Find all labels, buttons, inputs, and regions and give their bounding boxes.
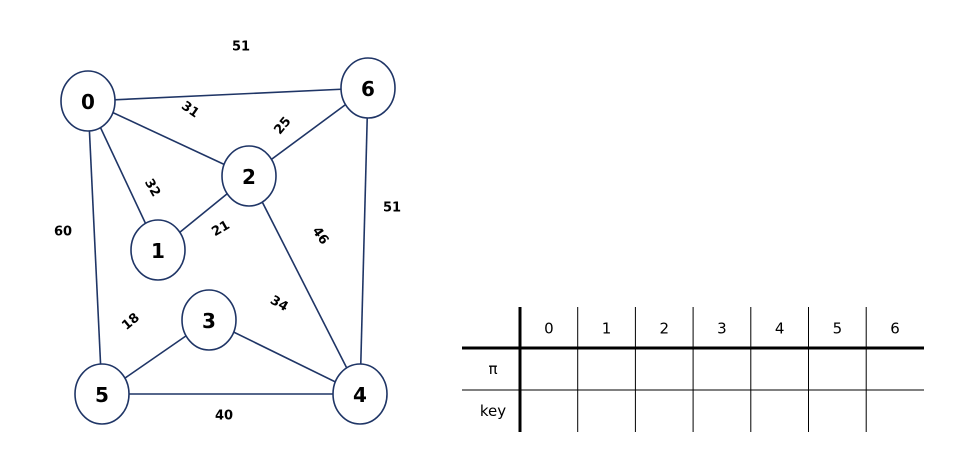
edge-weight-2-4: 46	[309, 224, 332, 247]
node-circle	[221, 145, 277, 207]
node-5[interactable]: 5	[74, 363, 130, 425]
edge-weight-0-1: 32	[141, 176, 163, 199]
edge-weight-0-2: 31	[178, 99, 201, 122]
edge-0-5	[87, 100, 103, 395]
table-column-header: 4	[775, 320, 785, 338]
edge-weight-3-5: 18	[119, 310, 143, 333]
table-row-label: key	[480, 402, 506, 420]
node-circle	[130, 219, 186, 281]
edge-weight-0-6: 51	[232, 40, 250, 55]
node-6[interactable]: 6	[340, 57, 396, 119]
edge-weight-1-2: 21	[209, 218, 232, 240]
table-column-header: 3	[717, 320, 727, 338]
edge-0-2	[87, 100, 250, 177]
edge-weight-0-5: 60	[54, 225, 72, 240]
table-column-header: 2	[659, 320, 669, 338]
parent-key-table: 0 1 2 3 4 5 6 π key	[462, 307, 924, 432]
node-label: 2	[242, 165, 256, 189]
table-column-header: 0	[544, 320, 554, 338]
node-circle	[340, 57, 396, 119]
node-0[interactable]: 0	[60, 70, 116, 132]
node-label: 6	[361, 77, 375, 101]
edge-weight-2-6: 25	[271, 114, 294, 138]
node-2[interactable]: 2	[221, 145, 277, 207]
node-circle	[74, 363, 130, 425]
table-column-header: 5	[833, 320, 843, 338]
node-circle	[332, 363, 388, 425]
node-label: 5	[95, 383, 109, 407]
node-1[interactable]: 1	[130, 219, 186, 281]
edge-weight-5-4: 40	[215, 409, 233, 424]
node-circle	[60, 70, 116, 132]
table-column-header: 1	[602, 320, 612, 338]
edge-0-6	[87, 87, 369, 102]
node-label: 1	[151, 239, 165, 263]
edge-6-4	[359, 87, 369, 395]
node-circle	[181, 289, 237, 351]
node-3[interactable]: 3	[181, 289, 237, 351]
node-label: 0	[81, 90, 95, 114]
edge-weight-6-4: 51	[383, 201, 401, 216]
edge-2-4	[248, 175, 361, 395]
table-column-header: 6	[890, 320, 900, 338]
edge-weight-3-4: 34	[267, 293, 290, 315]
table-row-label: π	[488, 360, 497, 378]
node-label: 3	[202, 309, 216, 333]
node-4[interactable]: 4	[332, 363, 388, 425]
node-label: 4	[353, 383, 367, 407]
